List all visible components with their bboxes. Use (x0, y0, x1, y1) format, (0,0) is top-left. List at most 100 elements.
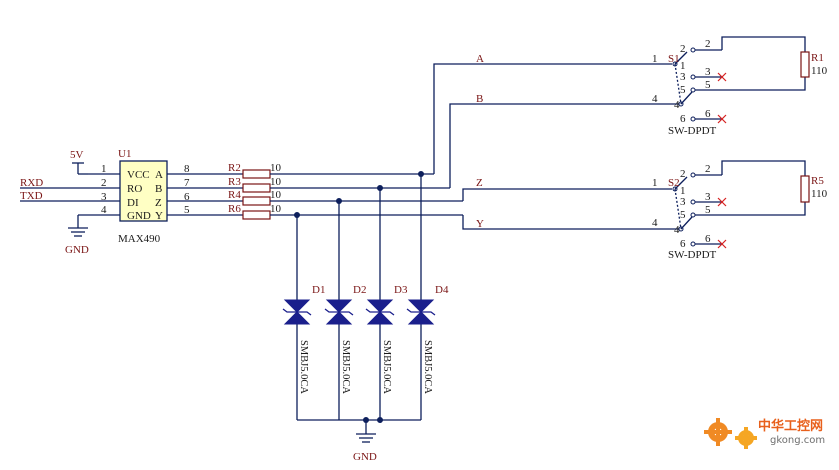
r3-value: 10 (270, 176, 282, 188)
watermark-brand: 中华工控网 (758, 418, 823, 434)
txd-label: TXD (20, 190, 43, 202)
u1-body (119, 160, 168, 222)
s2-out-5: 5 (705, 204, 711, 216)
s1-out-3: 3 (705, 66, 711, 78)
r3-ref: R3 (228, 176, 241, 188)
r2-ref: R2 (228, 162, 241, 174)
junction-y (294, 212, 300, 218)
u1-part: MAX490 (118, 233, 161, 245)
u1-pin-name-a: A (155, 169, 163, 181)
tvs-diode-d2 (324, 299, 354, 325)
tvs-diode-d1 (282, 299, 312, 325)
r1-top-wire (721, 36, 806, 52)
s1-ref: S1 (668, 53, 680, 65)
net-b-route (449, 103, 680, 188)
junction-b (377, 185, 383, 191)
junction-a (418, 171, 424, 177)
rxd-label: RXD (20, 177, 43, 189)
s1-pin-1: 1 (680, 60, 686, 72)
switch-s2 (672, 172, 696, 247)
d2-ref: D2 (353, 284, 366, 296)
s1-pin-5: 5 (680, 84, 686, 96)
d3-part: SMBJ5.0CA (381, 340, 392, 394)
gear-icon (704, 418, 732, 446)
s2-pin-1: 1 (680, 185, 686, 197)
s2-pin-4: 4 (674, 224, 680, 236)
u1-pin-name-y: Y (155, 210, 163, 222)
s1-nc-mark-6 (717, 114, 727, 124)
gear-icon-small (735, 427, 757, 449)
vcc-label: 5V (70, 149, 84, 161)
s2-pin-in-a: 1 (652, 177, 658, 189)
net-a-route (433, 63, 672, 174)
d4-ref: D4 (435, 284, 449, 296)
u1-pin-name-di: DI (127, 197, 139, 209)
net-z-label: Z (476, 177, 483, 189)
d1-part: SMBJ5.0CA (298, 340, 309, 394)
s2-pin-6: 6 (680, 238, 686, 250)
s1-pin-in-b: 4 (652, 93, 658, 105)
r4-ref: R4 (228, 189, 241, 201)
s2-pin-in-b: 4 (652, 217, 658, 229)
junction-gnd-2 (377, 417, 383, 423)
s2-ref: S2 (668, 177, 680, 189)
r5-value: 110 (811, 188, 828, 200)
r4-value: 10 (270, 189, 282, 201)
s1-nc-mark-3 (717, 72, 727, 82)
net-y-route (462, 215, 680, 230)
tvs-diode-d4 (406, 299, 436, 325)
s2-out-2: 2 (705, 163, 711, 175)
net-a-label: A (476, 53, 484, 65)
u1-pin-name-b: B (155, 183, 162, 195)
s2-pin-2: 2 (680, 168, 686, 180)
net-z-route (462, 188, 672, 201)
d4-part: SMBJ5.0CA (422, 340, 433, 394)
s1-pin-4: 4 (674, 99, 680, 111)
u1-pin-num-4: 4 (101, 204, 107, 216)
s2-nc-mark-6 (717, 239, 727, 249)
s1-pin-2: 2 (680, 43, 686, 55)
resistor-r6 (242, 210, 271, 220)
s1-pin-in-a: 1 (652, 53, 658, 65)
s1-pin-3: 3 (680, 71, 686, 83)
s1-out-2: 2 (705, 38, 711, 50)
resistor-r1 (800, 51, 810, 78)
d1-ref: D1 (312, 284, 325, 296)
gnd-bottom-label: GND (353, 451, 377, 463)
u1-pin-num-6: 6 (184, 191, 190, 203)
r5-top-wire (721, 160, 806, 176)
u1-pin-num-2: 2 (101, 177, 107, 189)
r6-ref: R6 (228, 203, 241, 215)
watermark-site: gkong.com (770, 435, 825, 446)
d2-part: SMBJ5.0CA (340, 340, 351, 394)
u1-pin-num-8: 8 (184, 163, 190, 175)
s2-type: SW-DPDT (668, 249, 717, 261)
r1-ref: R1 (811, 52, 824, 64)
r6-value: 10 (270, 203, 282, 215)
s2-out-3: 3 (705, 191, 711, 203)
junction-z (336, 198, 342, 204)
u1-pin-name-ro: RO (127, 183, 142, 195)
u1-pin-num-7: 7 (184, 177, 190, 189)
u1-pin-num-5: 5 (184, 204, 190, 216)
gnd-left-label: GND (65, 244, 89, 256)
resistor-r2 (242, 169, 271, 179)
s1-type: SW-DPDT (668, 125, 717, 137)
u1-ref: U1 (118, 148, 131, 160)
s2-out-6: 6 (705, 233, 711, 245)
s2-pin-5: 5 (680, 209, 686, 221)
resistor-r5 (800, 175, 810, 203)
d3-ref: D3 (394, 284, 408, 296)
resistor-r3 (242, 183, 271, 193)
net-b-label: B (476, 93, 483, 105)
r1-bottom-wire (722, 77, 806, 91)
s2-pin-3: 3 (680, 196, 686, 208)
r5-bottom-wire (722, 202, 806, 216)
s1-pin-6: 6 (680, 113, 686, 125)
u1-pin-name-vcc: VCC (127, 169, 150, 181)
u1-pin-num-1: 1 (101, 163, 107, 175)
tvs-diode-d3 (365, 299, 395, 325)
u1-pin-num-3: 3 (101, 191, 107, 203)
